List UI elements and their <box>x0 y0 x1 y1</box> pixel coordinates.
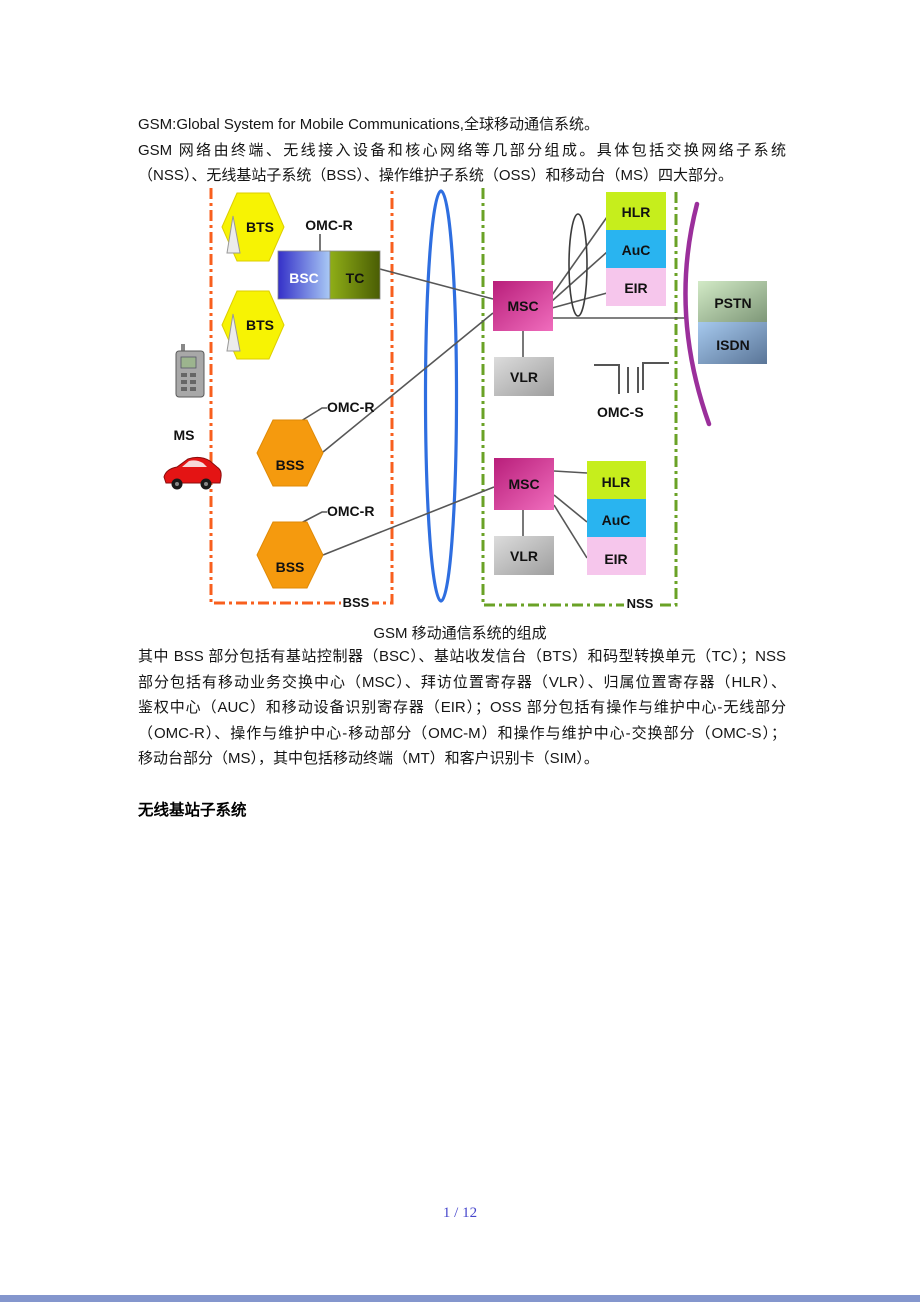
hlr-box-bottom <box>587 461 646 499</box>
bts-label: BTS <box>246 219 274 235</box>
msc-label: MSC <box>508 476 539 492</box>
label-gap <box>341 595 372 609</box>
connector-line <box>300 407 327 422</box>
paragraph-line: 其中 BSS 部分包括有基站控制器（BSC）、基站收发信台（BTS）和码型转换单… <box>138 648 786 665</box>
paragraph-line: 部分包括有移动业务交换中心（MSC）、拜访位置寄存器（VLR）、归属位置寄存器（… <box>138 673 786 691</box>
auc-label: AuC <box>622 242 651 258</box>
hlr-label: HLR <box>622 204 651 220</box>
bsc-label: BSC <box>289 270 319 286</box>
bss-hexagon-top <box>256 419 324 487</box>
vlr-label: VLR <box>510 548 538 564</box>
connector-line <box>553 504 588 559</box>
bts-label: BTS <box>246 317 274 333</box>
paragraph-line: GSM:Global System for Mobile Communicati… <box>138 116 599 133</box>
paragraph-line: GSM 网络由终端、无线接入设备和核心网络等几部分组成。具体包括交换网络子系统 <box>138 141 786 159</box>
eir-label: EIR <box>624 280 647 296</box>
connector-line <box>379 268 494 300</box>
section-heading: 无线基站子系统 <box>138 802 247 819</box>
isdn-box <box>698 322 767 364</box>
car-icon <box>163 456 222 490</box>
omc-s-label: OMC-S <box>597 404 644 420</box>
antenna-icon <box>226 215 241 254</box>
connector-line <box>551 292 608 309</box>
transit-network-ellipse <box>423 189 459 603</box>
connector-line <box>553 470 588 474</box>
nss-region-label: NSS <box>627 596 654 611</box>
auc-box-top <box>606 230 666 268</box>
bss-label: BSS <box>276 559 305 575</box>
ms-label: MS <box>174 427 195 443</box>
pstn-label: PSTN <box>714 295 751 311</box>
pstn-box <box>698 281 767 322</box>
tc-box <box>329 250 381 300</box>
vlr-box-bottom <box>494 536 554 575</box>
omc-r-label: OMC-R <box>305 217 352 233</box>
vlr-box-top <box>494 357 554 396</box>
vlr-label: VLR <box>510 369 538 385</box>
eir-box-bottom <box>587 537 646 575</box>
pstn-boundary-arc <box>683 201 712 427</box>
eir-box-top <box>606 268 666 306</box>
hlr-label: HLR <box>602 474 631 490</box>
bss-hexagon-bottom <box>256 521 324 589</box>
connector-line <box>322 486 495 556</box>
bss-region-border <box>209 188 394 605</box>
intro-paragraph: GSM:Global System for Mobile Communicati… <box>138 112 786 189</box>
connector-line <box>551 216 608 296</box>
label-gap <box>624 596 656 610</box>
hlr-box-top <box>606 192 666 230</box>
signaling-ellipse <box>568 213 588 317</box>
paragraph-line: （NSS）、无线基站子系统（BSS）、操作维护子系统（OSS）和移动台（MS）四… <box>138 167 734 184</box>
connector-lines <box>300 216 687 559</box>
eir-label: EIR <box>604 551 627 567</box>
connector-line <box>553 494 588 523</box>
next-page-edge <box>0 1295 920 1302</box>
mobile-phone-icon <box>175 344 205 398</box>
gsm-architecture-diagram: BTS BTS BSC TC OMC-R BSS BSS OMC-R OMC-R… <box>163 188 767 611</box>
bss-label: BSS <box>276 457 305 473</box>
auc-label: AuC <box>602 512 631 528</box>
connector-line <box>551 251 608 302</box>
connector-line <box>300 511 327 524</box>
paragraph-line: 移动台部分（MS），其中包括移动终端（MT）和客户识别卡（SIM）。 <box>138 750 599 767</box>
msc-box-top <box>493 281 553 331</box>
body-paragraph: 其中 BSS 部分包括有基站控制器（BSC）、基站收发信台（BTS）和码型转换单… <box>138 644 786 772</box>
omc-r-label: OMC-R <box>327 503 374 519</box>
nss-region-border <box>481 188 678 607</box>
paragraph-line: （OMC-R）、操作与维护中心-移动部分（OMC-M）和操作与维护中心-交换部分… <box>138 724 786 742</box>
isdn-label: ISDN <box>716 337 749 353</box>
page-number: 1 / 12 <box>442 1205 478 1221</box>
omc-s-icon <box>594 362 669 394</box>
tc-label: TC <box>346 270 365 286</box>
connector-line <box>322 312 494 453</box>
auc-box-bottom <box>587 499 646 537</box>
paragraph-line: 鉴权中心（AUC）和移动设备识别寄存器（EIR）；OSS 部分包括有操作与维护中… <box>138 699 786 716</box>
bss-region-label: BSS <box>343 595 370 610</box>
omc-r-label: OMC-R <box>327 399 374 415</box>
msc-box-bottom <box>494 458 554 510</box>
bsc-box <box>277 250 331 300</box>
diagram-caption: GSM 移动通信系统的组成 <box>373 625 547 642</box>
antenna-icon <box>226 313 241 352</box>
msc-label: MSC <box>507 298 538 314</box>
